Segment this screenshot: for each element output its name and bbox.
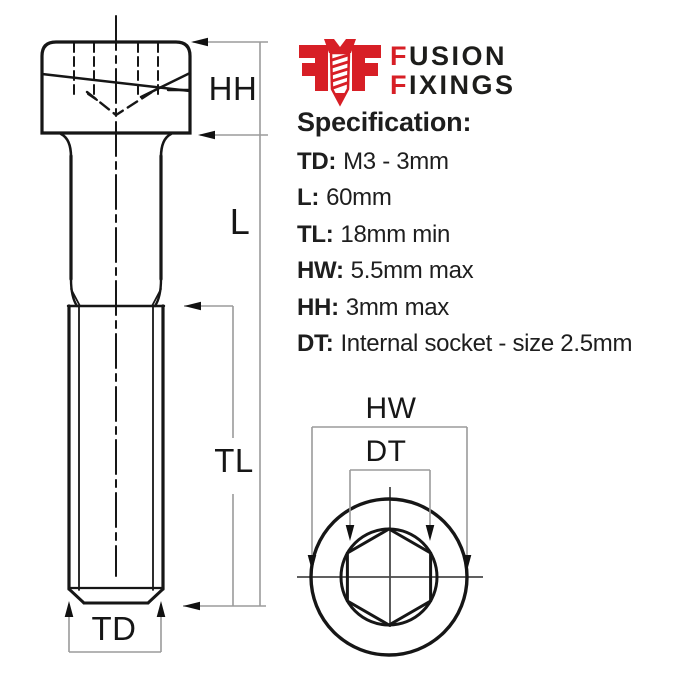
hh-dimension-label: HH: [208, 70, 258, 107]
spec-row-tl: TL:18mm min: [297, 217, 687, 253]
arrow-dt-left: [345, 525, 355, 541]
logo-screw: [324, 39, 356, 107]
spec-value-hw: 5.5mm max: [350, 257, 474, 285]
wordmark-line1-accent-letter: F: [390, 41, 409, 71]
tl-dimension-label: TL: [214, 442, 254, 479]
hidden-socket-cone: [85, 90, 154, 117]
dimension-arrowheads: [64, 37, 472, 617]
wordmark-line2-rest: IXINGS: [409, 70, 516, 100]
fusion-fixings-wordmark: FUSION FIXINGS: [390, 42, 516, 100]
neck-fillets: [59, 132, 173, 159]
spec-row-hh: HH:3mm max: [297, 290, 687, 326]
arrow-dt-right: [425, 525, 435, 541]
spec-label-dt: DT:: [297, 330, 334, 358]
thread-runout-diagonals: [70, 288, 162, 307]
spec-row-dt: DT:Internal socket - size 2.5mm: [297, 326, 687, 362]
arrow-head-top: [191, 37, 208, 47]
thread-runout: [69, 277, 163, 308]
shank-walls: [69, 154, 163, 281]
wordmark-line-1: FUSION: [390, 42, 516, 71]
arrow-td-left: [64, 601, 74, 617]
arrow-head-bottom: [198, 130, 215, 140]
td-dimension-label: TD: [91, 610, 137, 647]
spec-value-dt: Internal socket - size 2.5mm: [340, 330, 633, 358]
specification-panel: Specification: TD:M3 - 3mm L:60mm TL:18m…: [297, 107, 687, 362]
screw-head-outline: [40, 40, 192, 135]
spec-label-hh: HH:: [297, 293, 339, 321]
wordmark-line1-rest: USION: [409, 41, 508, 71]
side-view-drawing: [40, 15, 192, 605]
hex-socket: [345, 527, 433, 627]
dt-dimension-label: DT: [365, 435, 407, 468]
spec-value-tl: 18mm min: [340, 220, 451, 248]
spec-row-hw: HW:5.5mm max: [297, 253, 687, 289]
top-view-drawing: [297, 426, 483, 657]
head-outer-circle: [309, 497, 469, 657]
arrow-screw-bottom: [183, 601, 200, 611]
logo-left-f: [299, 45, 328, 91]
specification-heading: Specification:: [297, 107, 472, 137]
fusion-fixings-logo-icon: [299, 39, 381, 107]
tip-chamfer-diagonals: [67, 587, 165, 605]
arrow-hw-left: [307, 555, 317, 571]
spec-value-td: M3 - 3mm: [343, 148, 449, 175]
spec-label-l: L:: [297, 184, 320, 212]
wordmark-line-2: FIXINGS: [390, 71, 516, 100]
top-view-centerlines: [297, 487, 483, 627]
spec-row-td: TD:M3 - 3mm: [297, 144, 687, 180]
socket-cone-ticks: [87, 91, 152, 101]
spec-label-tl: TL:: [297, 220, 334, 248]
wordmark-line2-accent-letter: F: [390, 70, 409, 100]
spec-label-hw: HW:: [297, 257, 344, 285]
l-dimension-label: L: [229, 201, 251, 242]
spec-label-td: TD:: [297, 148, 337, 175]
logo-right-f: [352, 45, 381, 91]
spec-value-hh: 3mm max: [345, 293, 450, 321]
arrow-hw-right: [462, 555, 472, 571]
thread-minor-lines: [78, 306, 154, 591]
hw-dimension-label: HW: [365, 392, 417, 425]
spec-row-l: L:60mm: [297, 180, 687, 216]
hidden-socket-lines: [73, 42, 159, 98]
hw-bracket: [311, 426, 468, 566]
arrow-thread-start: [184, 301, 201, 311]
arrow-td-right: [156, 601, 166, 617]
spec-value-l: 60mm: [326, 184, 392, 212]
thread-major-lines: [67, 304, 165, 591]
